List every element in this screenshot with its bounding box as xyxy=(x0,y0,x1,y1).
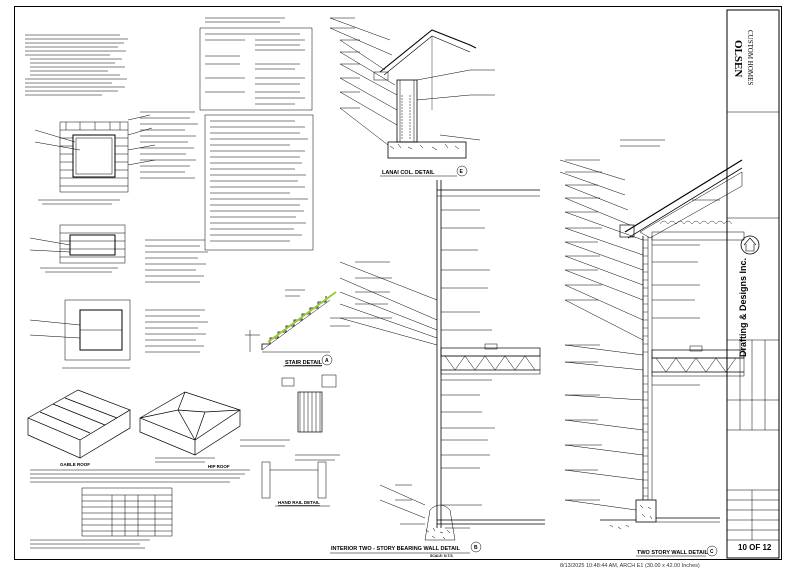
window-opening-detail-3 xyxy=(29,299,208,369)
interior-wall-title: INTERIOR TWO - STORY BEARING WALL DETAIL xyxy=(331,546,461,552)
title-block xyxy=(726,9,780,559)
hip-roof-label: HIP ROOF xyxy=(208,464,230,469)
hand-rail-detail xyxy=(240,374,340,507)
gable-roof-label: GABLE ROOF xyxy=(60,462,90,467)
two-story-wall-title: TWO STORY WALL DETAIL xyxy=(637,550,709,556)
structural-components-notes xyxy=(199,17,313,111)
lanai-column-detail xyxy=(329,17,495,177)
interior-wall-scale: SCALE: N.T.S. xyxy=(430,554,454,558)
lanai-detail-title: LANAI COL. DETAIL xyxy=(382,170,435,176)
stair-detail-tag: A xyxy=(325,358,329,364)
construction-notes-box xyxy=(204,114,314,251)
detail-notes-right-of-window xyxy=(140,111,198,179)
plot-stamp: 8/13/2025 10:48:44 AM, ARCH E1 (30.00 x … xyxy=(560,563,700,569)
two-story-wall-tag: C xyxy=(710,549,714,555)
general-notes-block xyxy=(25,34,128,96)
company-subtitle: CUSTOM HOMES xyxy=(746,30,754,86)
window-header-detail xyxy=(29,224,126,273)
company-name: OLSEN xyxy=(732,40,744,78)
interior-bearing-wall-section xyxy=(330,180,545,554)
window-opening-detail-1 xyxy=(34,114,156,193)
drawing-sheet-border xyxy=(14,6,782,560)
two-story-wall-section xyxy=(559,139,745,557)
gable-roof-isometric xyxy=(27,389,131,459)
hip-roof-isometric xyxy=(139,391,241,456)
drafting-firm-name: Drafting & Designs Inc. xyxy=(738,258,748,358)
lanai-detail-tag: E xyxy=(460,169,464,175)
sheet-number: 10 OF 12 xyxy=(738,543,772,552)
detail-notes-center-left xyxy=(145,239,208,283)
interior-wall-tag: B xyxy=(474,545,478,551)
fastener-schedule-table xyxy=(81,487,173,537)
plot-footer: 8/13/2025 10:48:44 AM, ARCH E1 (30.00 x … xyxy=(0,560,803,572)
stair-detail-title: STAIR DETAIL xyxy=(285,360,323,366)
bottom-notes-block xyxy=(30,469,250,483)
stair-detail xyxy=(245,289,355,367)
hand-rail-detail-title: HAND RAIL DETAIL xyxy=(278,500,320,505)
